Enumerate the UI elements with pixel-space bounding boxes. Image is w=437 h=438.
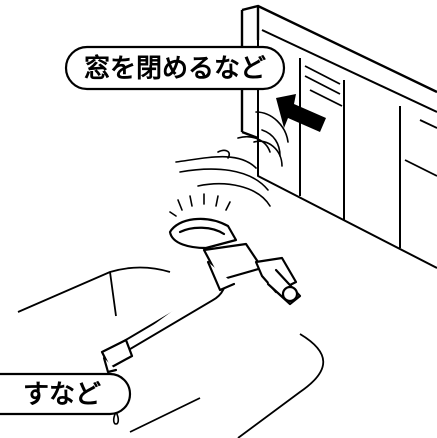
motion-marks (169, 193, 231, 217)
airflow-lines (175, 111, 289, 207)
callout-close-window: 窓を閉めるなど (64, 45, 286, 91)
faucet-icon (100, 217, 302, 374)
callout-drip-water: すなど (0, 372, 132, 416)
callout-close-window-text: 窓を閉めるなど (84, 53, 266, 84)
sink-outline (17, 266, 325, 438)
callout-drip-water-text: すなど (23, 380, 101, 410)
window-icon (240, 4, 437, 269)
arrow-icon (276, 94, 326, 132)
